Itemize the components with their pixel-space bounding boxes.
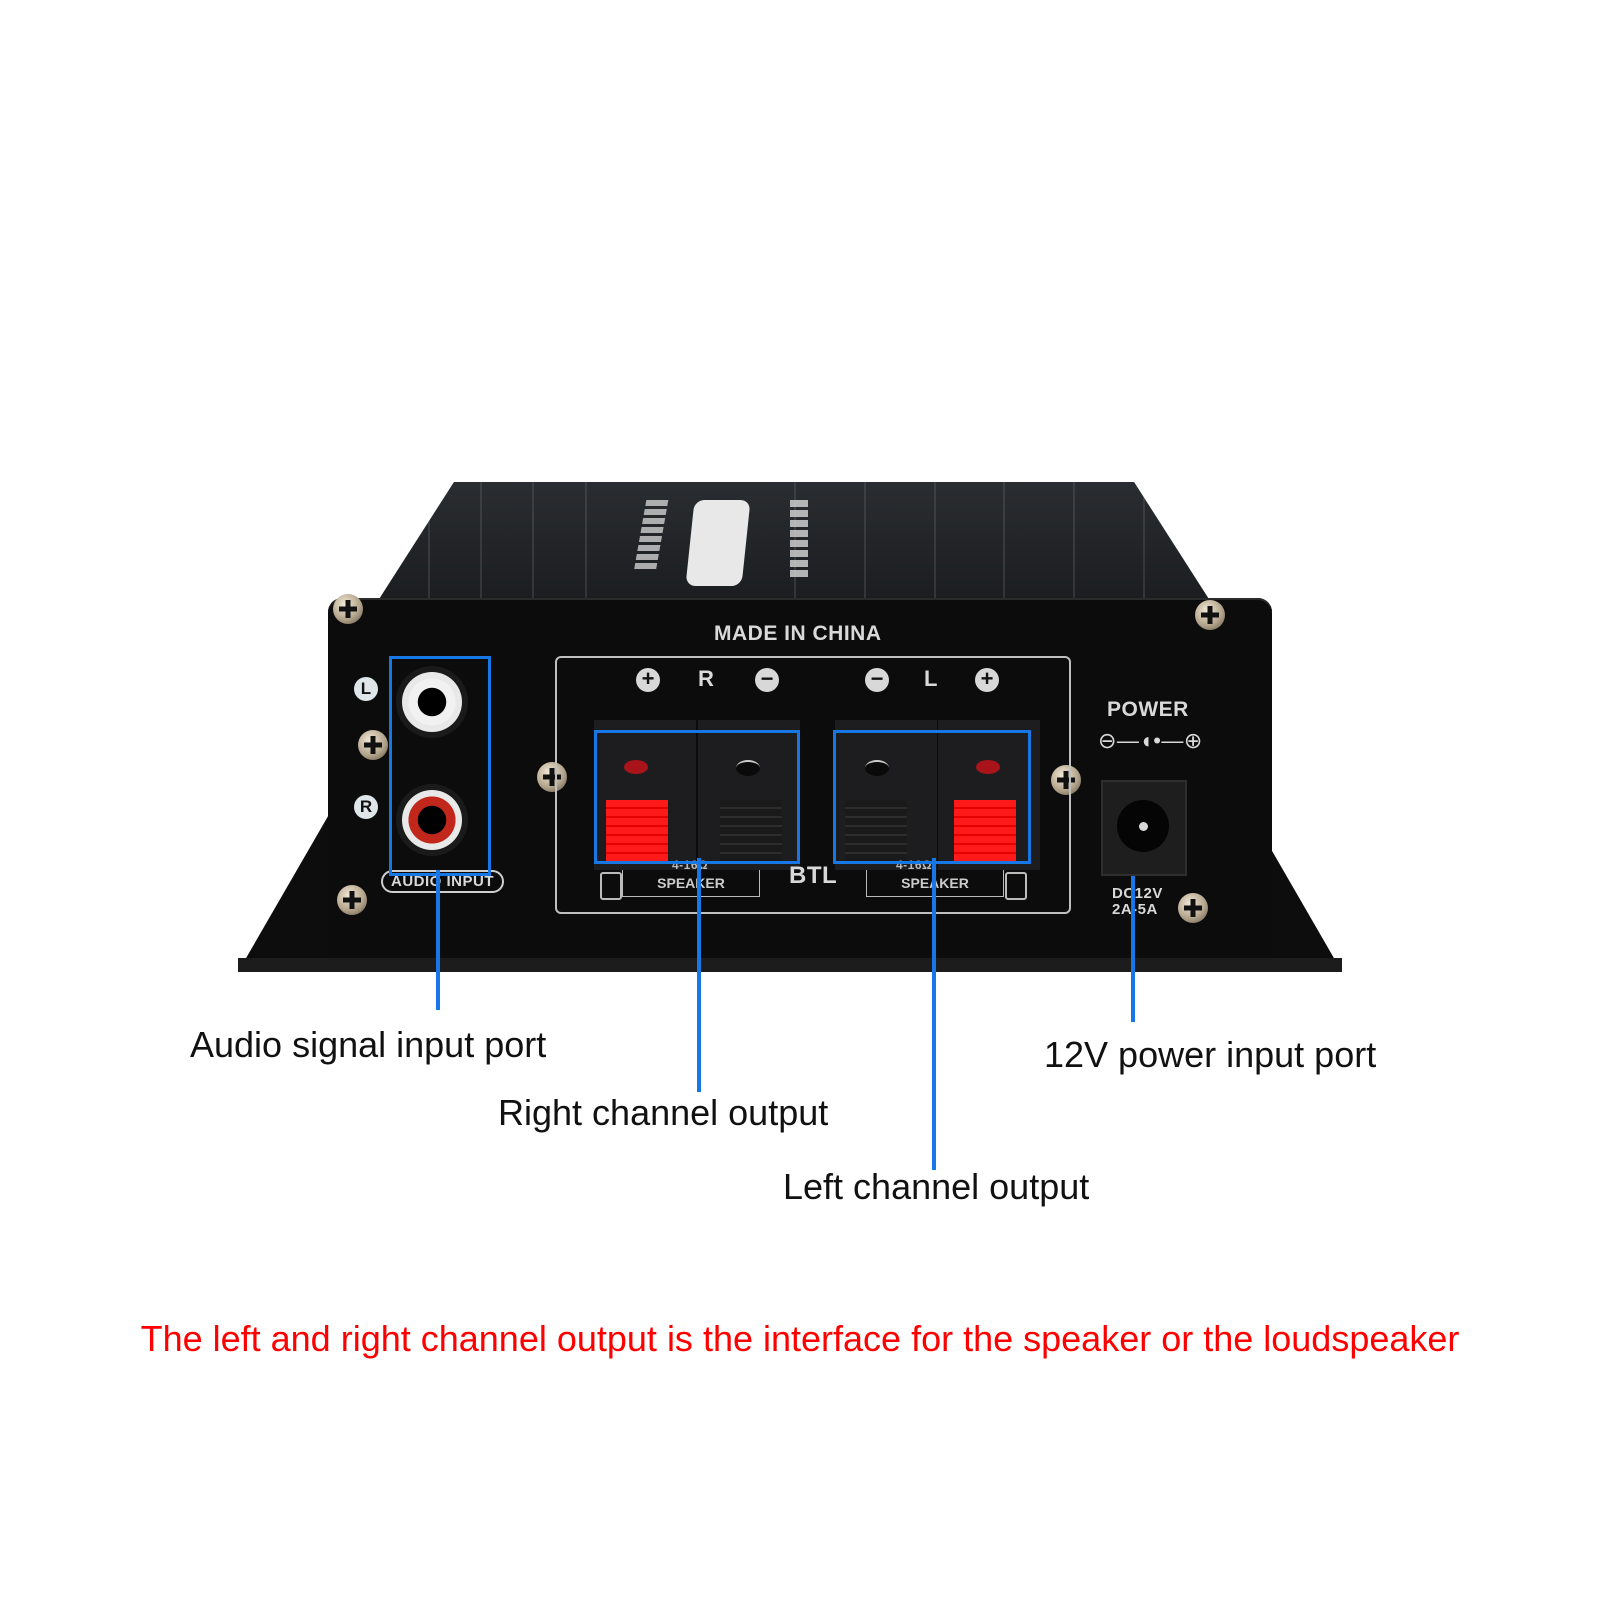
audio-input-leader-line <box>436 870 440 1010</box>
left-output-leader-line <box>932 858 936 1170</box>
audio-input-label: AUDIO INPUT <box>381 870 504 893</box>
terminal-left-negative[interactable] <box>835 720 937 870</box>
screw-icon <box>1195 600 1225 630</box>
lid-model-print <box>790 500 808 580</box>
audio-input-highlight <box>389 656 491 876</box>
speaker-icon <box>1005 872 1027 900</box>
left-output-highlight <box>833 730 1031 864</box>
screw-icon <box>537 762 567 792</box>
left-output-caption: Left channel output <box>783 1166 1090 1207</box>
screw-icon <box>337 885 367 915</box>
minus-icon: − <box>865 668 889 692</box>
screw-icon <box>358 730 388 760</box>
speaker-icon <box>600 872 622 900</box>
input-left-badge: L <box>354 677 378 701</box>
screw-icon <box>1051 765 1081 795</box>
screw-icon <box>333 594 363 624</box>
minus-icon: − <box>755 668 779 692</box>
right-output-caption: Right channel output <box>498 1092 829 1133</box>
power-label: POWER <box>1107 698 1189 721</box>
speaker-right-label: SPEAKER <box>622 870 760 897</box>
mounting-base-edge <box>238 958 1342 972</box>
rca-left-jack[interactable] <box>396 666 468 738</box>
terminal-left-positive[interactable] <box>938 720 1040 870</box>
polarity-icon: ⊖—◖•—⊕ <box>1098 728 1203 753</box>
right-output-leader-line <box>697 858 701 1092</box>
right-output-highlight <box>594 730 800 864</box>
terminal-right-positive[interactable] <box>594 720 696 870</box>
speaker-terminal-frame <box>555 656 1071 914</box>
footer-note: The left and right channel output is the… <box>140 1318 1460 1359</box>
terminal-right-negative[interactable] <box>698 720 800 870</box>
input-right-badge: R <box>354 795 378 819</box>
terminal-right-label: R <box>698 666 715 691</box>
made-in-label: MADE IN CHINA <box>714 622 882 645</box>
plus-icon: + <box>975 668 999 692</box>
screw-icon <box>1178 893 1208 923</box>
remote-logo-icon <box>685 500 751 586</box>
dc-rating-line1: DC12V <box>1112 885 1163 902</box>
audio-input-caption: Audio signal input port <box>190 1024 547 1065</box>
power-input-caption: 12V power input port <box>1044 1034 1377 1075</box>
power-input-leader-line <box>1131 876 1135 1022</box>
rca-right-jack[interactable] <box>396 784 468 856</box>
plus-icon: + <box>636 668 660 692</box>
terminal-left-label: L <box>924 666 938 691</box>
dc-power-jack[interactable] <box>1101 780 1187 876</box>
btl-label: BTL <box>789 862 838 889</box>
